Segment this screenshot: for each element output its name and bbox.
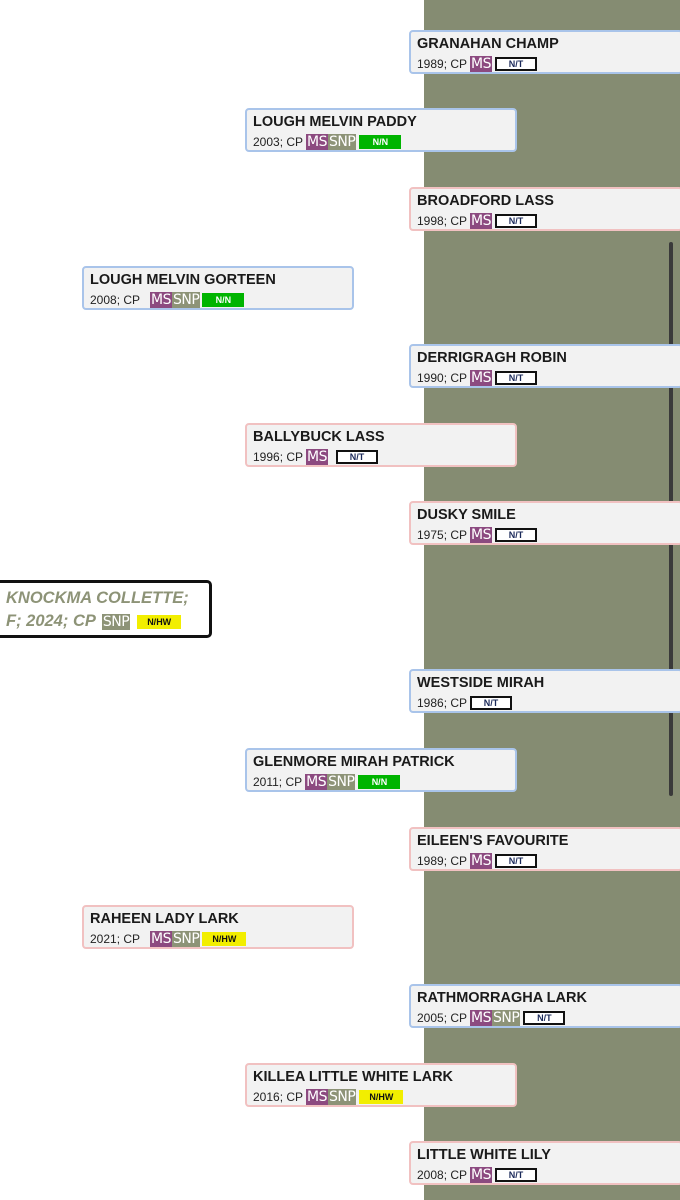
snp-chip: SNP [101,613,131,630]
horse-info: 2008; CP [417,1167,468,1182]
snp-chip: SNP [327,773,356,790]
horse-name: KILLEA LITTLE WHITE LARK [253,1069,454,1085]
status-badge: N/T [523,1010,566,1025]
status-badge: N/T [495,370,538,385]
ms-chip: MS [470,212,493,229]
status-badge: N/HW [137,614,182,629]
status-badge: N/T [495,853,538,868]
ms-chip: MS [470,1009,493,1026]
snp-chip: SNP [328,133,357,150]
horse-info: 1989; CP [417,56,468,71]
horse-name: DUSKY SMILE [417,507,516,523]
subject-name: KNOCKMA COLLETTE; [6,589,189,607]
status-badge: N/T [470,695,513,710]
horse-name: LOUGH MELVIN PADDY [253,114,417,130]
pedigree-card-little-white-lily[interactable]: LITTLE WHITE LILY 2008; CP MS N/T [409,1141,680,1185]
pedigree-card-killea-little-white-lark[interactable]: KILLEA LITTLE WHITE LARK 2016; CP MS SNP… [245,1063,517,1107]
horse-info: 1986; CP [417,695,468,710]
pedigree-card-broadford-lass[interactable]: BROADFORD LASS 1998; CP MS N/T [409,187,680,231]
status-badge: N/T [495,213,538,228]
horse-name: WESTSIDE MIRAH [417,675,545,691]
pedigree-card-glenmore-mirah-patrick[interactable]: GLENMORE MIRAH PATRICK 2011; CP MS SNP N… [245,748,517,792]
pedigree-card-dusky-smile[interactable]: DUSKY SMILE 1975; CP MS N/T [409,501,680,545]
pedigree-card-eileens-favourite[interactable]: EILEEN'S FAVOURITE 1989; CP MS N/T [409,827,680,871]
ms-chip: MS [470,852,493,869]
status-badge: N/T [495,56,538,71]
horse-info: 1990; CP [417,370,468,385]
status-badge: N/T [495,1167,538,1182]
horse-name: EILEEN'S FAVOURITE [417,833,569,849]
horse-info: 1975; CP [417,527,468,542]
horse-info: 2016; CP [253,1089,304,1104]
status-badge: N/HW [359,1089,404,1104]
horse-info: 2008; CP [90,292,141,307]
pedigree-card-lough-melvin-paddy[interactable]: LOUGH MELVIN PADDY 2003; CP MS SNP N/N [245,108,517,152]
status-badge: N/N [202,292,245,307]
horse-info: 2003; CP [253,134,304,149]
status-badge: N/HW [202,931,247,946]
snp-chip: SNP [492,1009,521,1026]
horse-info: 2005; CP [417,1010,468,1025]
snp-chip: SNP [172,291,201,308]
ms-chip: MS [470,369,493,386]
horse-info: 1989; CP [417,853,468,868]
pedigree-card-derrigragh-robin[interactable]: DERRIGRAGH ROBIN 1990; CP MS N/T [409,344,680,388]
pedigree-card-granahan-champ[interactable]: GRANAHAN CHAMP 1989; CP MS N/T [409,30,680,74]
horse-name: DERRIGRAGH ROBIN [417,350,567,366]
horse-name: RAHEEN LADY LARK [90,911,239,927]
pedigree-card-raheen-lady-lark[interactable]: RAHEEN LADY LARK 2021; CP MS SNP N/HW [82,905,354,949]
horse-name: BALLYBUCK LASS [253,429,385,445]
ms-chip: MS [306,1088,329,1105]
ms-chip: MS [305,773,328,790]
horse-info: 1996; CP [253,449,304,464]
horse-info: 1998; CP [417,213,468,228]
status-badge: N/N [358,774,401,789]
pedigree-card-lough-melvin-gorteen[interactable]: LOUGH MELVIN GORTEEN 2008; CP MS SNP N/N [82,266,354,310]
ms-chip: MS [150,291,173,308]
pedigree-card-ballybuck-lass[interactable]: BALLYBUCK LASS 1996; CP MS N/T [245,423,517,467]
status-badge: N/N [359,134,402,149]
subject-info: F; 2024; CP [6,612,96,630]
horse-name: RATHMORRAGHA LARK [417,990,587,1006]
status-badge: N/T [336,449,379,464]
ms-chip: MS [150,930,173,947]
ms-chip: MS [306,448,329,465]
horse-name: GLENMORE MIRAH PATRICK [253,754,455,770]
horse-info: 2021; CP [90,931,141,946]
horse-name: LITTLE WHITE LILY [417,1147,551,1163]
subject-horse-card[interactable]: KNOCKMA COLLETTE; F; 2024; CP SNP N/HW [0,580,212,638]
horse-name: GRANAHAN CHAMP [417,36,559,52]
horse-name: BROADFORD LASS [417,193,554,209]
pedigree-card-westside-mirah[interactable]: WESTSIDE MIRAH 1986; CP N/T [409,669,680,713]
snp-chip: SNP [328,1088,357,1105]
horse-info: 2011; CP [253,774,303,789]
snp-chip: SNP [172,930,201,947]
ms-chip: MS [306,133,329,150]
horse-name: LOUGH MELVIN GORTEEN [90,272,276,288]
pedigree-card-rathmorragha-lark[interactable]: RATHMORRAGHA LARK 2005; CP MS SNP N/T [409,984,680,1028]
status-badge: N/T [495,527,538,542]
ms-chip: MS [470,1166,493,1183]
ms-chip: MS [470,526,493,543]
ms-chip: MS [470,55,493,72]
